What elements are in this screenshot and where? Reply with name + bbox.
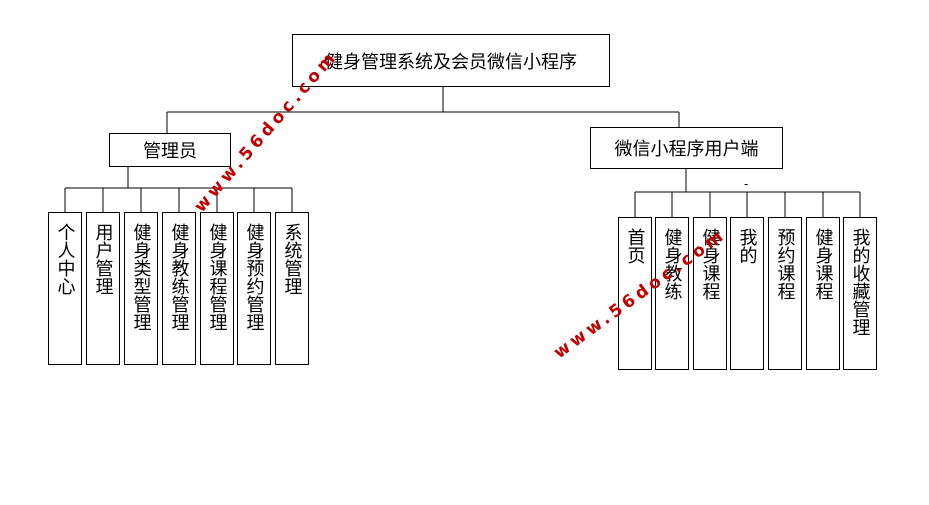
admin-child-6: 系统管理	[275, 212, 309, 365]
admin-child-label: 系统管理	[281, 223, 303, 295]
admin-label: 管理员	[143, 141, 197, 162]
wechat-child-label: 我的收藏管理	[849, 228, 871, 336]
wechat-child-4: 预约课程	[768, 217, 802, 370]
admin-child-1: 用户管理	[86, 212, 120, 365]
wechat-child-1: 健身教练	[655, 217, 689, 370]
admin-child-label: 个人中心	[54, 223, 76, 295]
admin-child-3: 健身教练管理	[162, 212, 196, 365]
root-label: 健身管理系统及会员微信小程序	[325, 51, 577, 73]
wechat-child-label: 健身教练	[661, 228, 683, 300]
admin-child-2: 健身类型管理	[124, 212, 158, 365]
admin-child-label: 健身课程管理	[206, 223, 228, 331]
admin-child-label: 健身类型管理	[130, 223, 152, 331]
wechat-child-label: 健身课程	[699, 228, 721, 300]
wechat-child-label: 健身课程	[812, 228, 834, 300]
wechat-child-label: 我的	[736, 228, 758, 264]
root-node: 健身管理系统及会员微信小程序	[292, 34, 610, 87]
admin-child-0: 个人中心	[48, 212, 82, 365]
wechat-label: 微信小程序用户端	[614, 139, 759, 160]
wechat-child-6: 我的收藏管理	[843, 217, 877, 370]
wechat-child-label: 首页	[624, 228, 646, 264]
wechat-node: 微信小程序用户端	[590, 127, 783, 169]
wechat-child-3: 我的	[730, 217, 764, 370]
admin-child-label: 健身教练管理	[168, 223, 190, 331]
wechat-child-label: 预约课程	[774, 228, 796, 300]
admin-child-4: 健身课程管理	[200, 212, 234, 365]
small-dash: -	[744, 177, 749, 191]
admin-child-label: 健身预约管理	[243, 223, 265, 331]
wechat-child-5: 健身课程	[806, 217, 840, 370]
admin-child-label: 用户管理	[92, 223, 114, 295]
wechat-child-0: 首页	[618, 217, 652, 370]
wechat-child-2: 健身课程	[693, 217, 727, 370]
admin-child-5: 健身预约管理	[237, 212, 271, 365]
admin-node: 管理员	[109, 133, 231, 167]
